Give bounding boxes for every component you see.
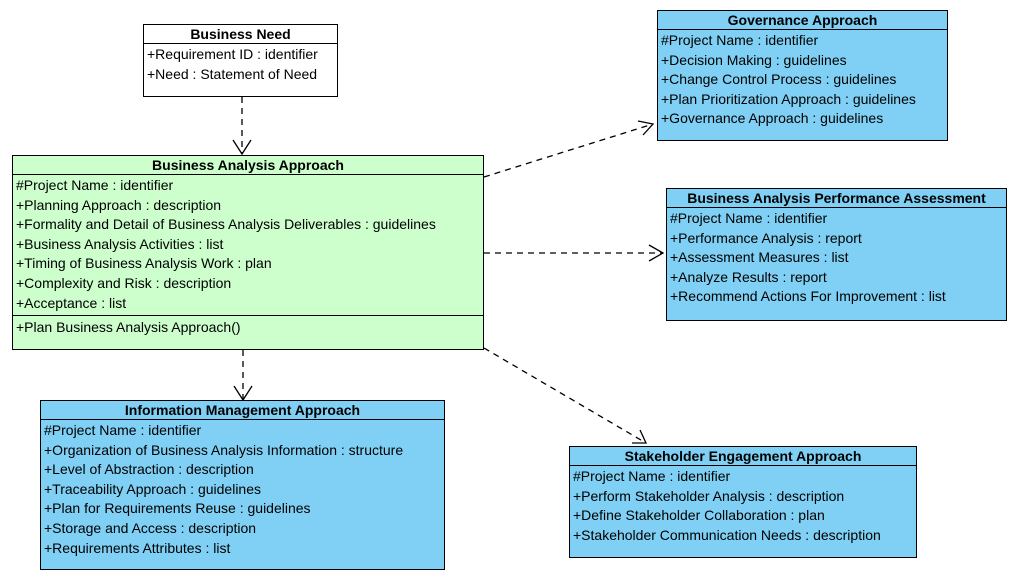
attribute: +Decision Making : guidelines xyxy=(661,51,847,68)
class-name: Business Analysis Performance Assessment xyxy=(667,189,1006,208)
attribute: +Acceptance : list xyxy=(16,294,127,311)
attribute: +Storage and Access : description xyxy=(44,519,257,536)
attribute: +Plan for Requirements Reuse : guideline… xyxy=(44,500,311,517)
attribute: +Performance Analysis : report xyxy=(670,229,862,246)
class-business-analysis-approach[interactable]: Business Analysis Approach #Project Name… xyxy=(12,155,484,350)
operation: +Plan Business Analysis Approach() xyxy=(16,319,241,336)
attribute: +Need : Statement of Need xyxy=(147,65,318,82)
arrowhead xyxy=(637,120,655,136)
arrowhead xyxy=(648,244,665,262)
attribute: +Change Control Process : guidelines xyxy=(661,71,897,88)
attribute-list: #Project Name : identifier +Performance … xyxy=(667,208,1006,309)
attribute: +Define Stakeholder Collaboration : plan xyxy=(573,507,825,524)
attribute-list: #Project Name : identifier +Perform Stak… xyxy=(570,466,916,547)
attribute: +Complexity and Risk : description xyxy=(16,274,232,291)
attribute: #Project Name : identifier xyxy=(573,468,731,484)
attribute: #Project Name : identifier xyxy=(16,177,174,193)
attribute: +Requirements Attributes : list xyxy=(44,539,231,556)
attribute: +Planning Approach : description xyxy=(16,196,222,213)
class-governance-approach[interactable]: Governance Approach #Project Name : iden… xyxy=(657,10,948,141)
attribute: #Project Name : identifier xyxy=(670,210,828,226)
class-information-management-approach[interactable]: Information Management Approach #Project… xyxy=(40,400,445,570)
class-stakeholder-engagement-approach[interactable]: Stakeholder Engagement Approach #Project… xyxy=(569,446,917,558)
attribute: #Project Name : identifier xyxy=(661,32,819,48)
attribute-list: #Project Name : identifier +Planning App… xyxy=(13,175,483,315)
attribute-list: #Project Name : identifier +Organization… xyxy=(41,420,444,560)
dependency-approach-to-governance xyxy=(483,123,654,178)
attribute: #Project Name : identifier xyxy=(44,422,202,438)
attribute: +Analyze Results : report xyxy=(670,268,827,285)
attribute: +Governance Approach : guidelines xyxy=(661,110,884,127)
operation-list: +Plan Business Analysis Approach() xyxy=(13,315,483,342)
arrowhead xyxy=(632,429,648,444)
class-name: Governance Approach xyxy=(658,11,947,30)
attribute: +Requirement ID : identifier xyxy=(147,46,318,62)
attribute: +Recommend Actions For Improvement : lis… xyxy=(670,288,946,305)
attribute-list: #Project Name : identifier +Decision Mak… xyxy=(658,30,947,131)
attribute: +Traceability Approach : guidelines xyxy=(44,480,261,497)
attribute: +Formality and Detail of Business Analys… xyxy=(16,216,436,233)
attribute: +Timing of Business Analysis Work : plan xyxy=(16,255,272,272)
class-performance-assessment[interactable]: Business Analysis Performance Assessment… xyxy=(666,188,1007,321)
attribute: +Plan Prioritization Approach : guidelin… xyxy=(661,90,916,107)
class-name: Business Analysis Approach xyxy=(13,156,483,175)
class-name: Business Need xyxy=(144,25,337,44)
attribute: +Perform Stakeholder Analysis : descript… xyxy=(573,487,845,504)
attribute: +Organization of Business Analysis Infor… xyxy=(44,441,404,458)
attribute: +Business Analysis Activities : list xyxy=(16,235,224,252)
attribute-list: +Requirement ID : identifier +Need : Sta… xyxy=(144,44,337,86)
class-business-need[interactable]: Business Need +Requirement ID : identifi… xyxy=(143,24,338,97)
class-name: Stakeholder Engagement Approach xyxy=(570,447,916,466)
attribute: +Assessment Measures : list xyxy=(670,249,849,266)
attribute: +Stakeholder Communication Needs : descr… xyxy=(573,526,881,543)
dependency-approach-to-stakeholder xyxy=(483,347,647,444)
class-name: Information Management Approach xyxy=(41,401,444,420)
attribute: +Level of Abstraction : description xyxy=(44,461,254,478)
arrowhead xyxy=(232,139,252,156)
